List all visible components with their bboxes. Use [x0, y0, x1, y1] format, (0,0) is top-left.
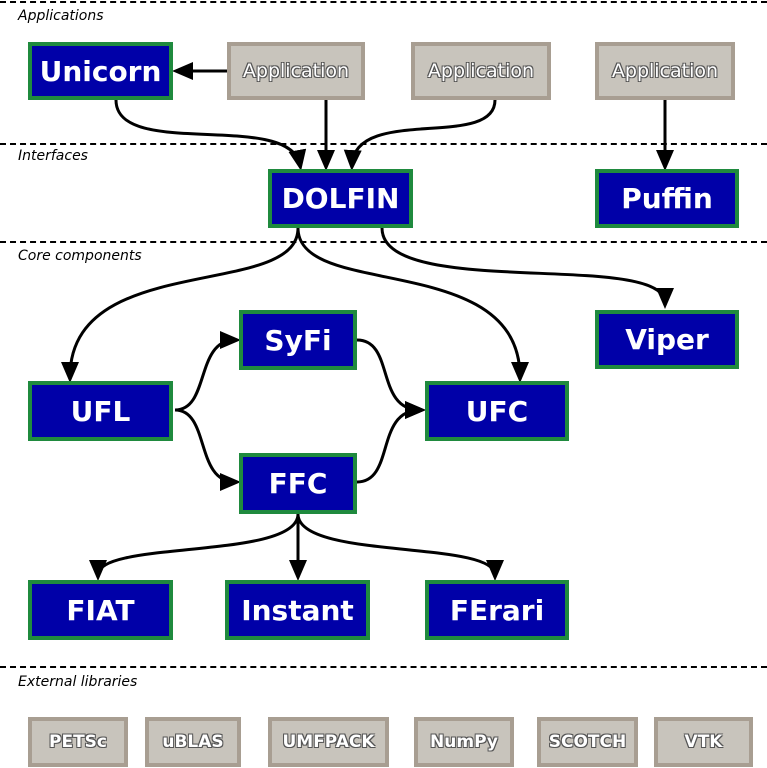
lib-numpy[interactable]: NumPy — [414, 717, 514, 767]
lib-scotch[interactable]: SCOTCH — [537, 717, 638, 767]
node-syfi-label: SyFi — [264, 323, 332, 357]
layer-separator-core — [0, 241, 767, 243]
node-ufl-label: UFL — [70, 394, 131, 428]
lib-petsc[interactable]: PETSc — [28, 717, 128, 767]
node-application-3-label: Application — [611, 60, 719, 82]
node-ufc-label: UFC — [465, 394, 529, 428]
node-application-2[interactable]: Application — [411, 42, 551, 100]
edge-ufl-syfi — [174, 331, 241, 412]
edge-dolfin-ufl — [61, 227, 300, 383]
node-application-1[interactable]: Application — [227, 42, 365, 100]
edge-unicorn-dolfin — [114, 99, 307, 171]
node-instant[interactable]: Instant — [225, 580, 370, 640]
node-viper-label: Viper — [625, 323, 709, 356]
node-dolfin[interactable]: DOLFIN — [268, 169, 413, 228]
lib-scotch-label: SCOTCH — [548, 732, 627, 752]
lib-umfpack-label: UMFPACK — [282, 732, 375, 752]
lib-numpy-label: NumPy — [430, 732, 498, 752]
node-fiat[interactable]: FIAT — [28, 580, 173, 640]
node-instant-label: Instant — [241, 593, 354, 627]
node-application-1-label: Application — [242, 60, 350, 82]
node-ffc-label: FFC — [268, 467, 328, 500]
layer-separator-interfaces — [0, 143, 767, 145]
node-syfi[interactable]: SyFi — [239, 310, 357, 370]
lib-vtk-label: VTK — [684, 732, 723, 752]
edge-ffc-fiat — [89, 513, 300, 581]
node-fiat-label: FIAT — [66, 593, 135, 627]
node-puffin-label: Puffin — [621, 182, 713, 215]
lib-vtk[interactable]: VTK — [654, 717, 753, 767]
node-ufc[interactable]: UFC — [425, 381, 569, 441]
layer-separator-top — [0, 1, 767, 3]
layer-label-core: Core components — [18, 248, 142, 264]
layer-label-applications: Applications — [18, 8, 104, 24]
lib-petsc-label: PETSc — [49, 732, 107, 752]
edge-dolfin-ufc — [296, 227, 529, 383]
lib-ublas[interactable]: uBLAS — [145, 717, 241, 767]
edge-dolfin-viper — [380, 227, 674, 309]
layer-label-interfaces: Interfaces — [18, 148, 88, 164]
edge-ffc-ufc — [356, 401, 426, 484]
node-unicorn[interactable]: Unicorn — [28, 42, 173, 100]
node-viper[interactable]: Viper — [595, 310, 739, 369]
node-ufl[interactable]: UFL — [28, 381, 173, 441]
edge-ffc-ferari — [296, 513, 504, 581]
node-application-3[interactable]: Application — [595, 42, 735, 100]
node-ffc[interactable]: FFC — [239, 453, 357, 514]
lib-ublas-label: uBLAS — [162, 732, 224, 752]
layer-label-external: External libraries — [18, 674, 138, 690]
node-unicorn-label: Unicorn — [39, 54, 162, 88]
edge-ufl-ffc — [174, 408, 241, 491]
node-application-2-label: Application — [427, 60, 535, 82]
node-dolfin-label: DOLFIN — [281, 182, 400, 215]
node-ferari-label: FErari — [449, 593, 545, 627]
node-ferari[interactable]: FErari — [425, 580, 569, 640]
edge-app2-dolfin — [343, 99, 497, 171]
edge-syfi-ufc — [356, 338, 426, 419]
layer-separator-external — [0, 666, 767, 668]
lib-umfpack[interactable]: UMFPACK — [268, 717, 389, 767]
node-puffin[interactable]: Puffin — [595, 169, 739, 228]
